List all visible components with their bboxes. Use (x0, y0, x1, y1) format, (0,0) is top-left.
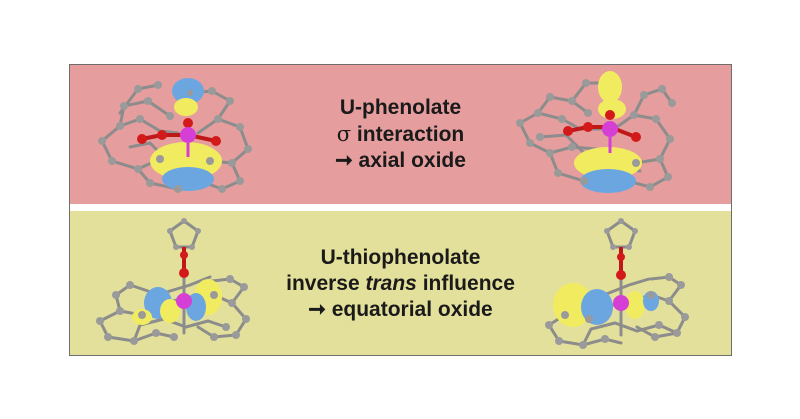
phenolate-interaction-line: σ interaction (270, 121, 531, 148)
right-arrow-icon: ➞ (308, 298, 326, 321)
phenolate-title: U-phenolate (339, 96, 462, 119)
right-arrow-icon: ➞ (335, 149, 353, 172)
phenolate-panel: U-phenolate σ interaction ➞ axial oxide (70, 65, 731, 204)
inverse-label: inverse (286, 272, 366, 295)
axial-oxide-label: axial oxide (352, 149, 466, 172)
trans-label: trans (365, 272, 417, 295)
thiophenolate-caption: U-thiophenolate inverse trans influence … (270, 245, 531, 323)
equatorial-oxide-label: equatorial oxide (325, 298, 493, 321)
thiophenolate-molecule-right (545, 218, 689, 349)
sigma-symbol: σ (336, 122, 352, 146)
thiophenolate-result-line: ➞ equatorial oxide (270, 297, 531, 323)
phenolate-caption: U-phenolate σ interaction ➞ axial oxide (270, 95, 531, 174)
trans-influence-line: inverse trans influence (270, 271, 531, 297)
thiophenolate-molecule-left (96, 218, 250, 345)
influence-label: influence (416, 272, 515, 295)
thiophenolate-panel: U-thiophenolate inverse trans influence … (70, 211, 731, 355)
phenolate-result-line: ➞ axial oxide (270, 148, 531, 174)
thiophenolate-title: U-thiophenolate (320, 246, 481, 269)
figure-frame: U-phenolate σ interaction ➞ axial oxide (69, 64, 732, 356)
phenolate-molecule-left (98, 78, 252, 193)
interaction-label: interaction (351, 123, 465, 146)
phenolate-molecule-right (516, 71, 676, 193)
